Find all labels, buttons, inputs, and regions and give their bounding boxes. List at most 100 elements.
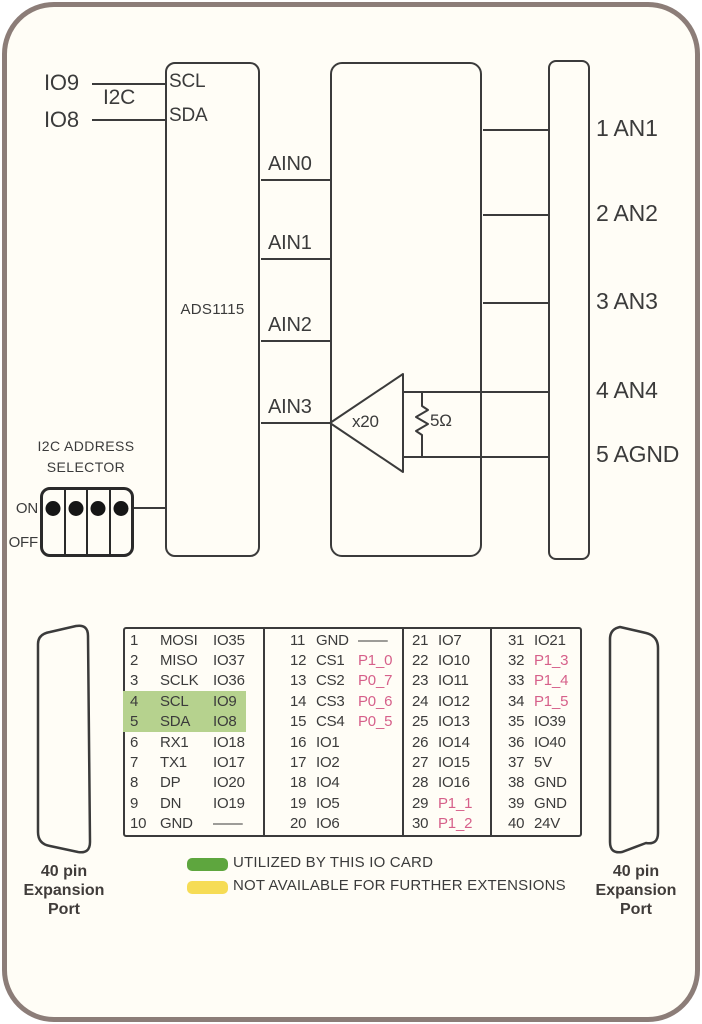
pin-row: 24 IO12 [402,691,490,711]
pin-cell: 23 [412,672,429,690]
pin-cell: 39 [508,794,525,812]
pin-cell: 25 [412,713,429,731]
pin-cell: IO13 [438,713,470,731]
pin-cell: CS3 [316,692,345,710]
dip-switch-knob [68,501,84,516]
pin-row: 39 GND [490,793,582,813]
pin-cell: 32 [508,652,525,670]
pin-cell: 30 [412,815,429,833]
pin-cell: 1 [130,631,139,649]
left-expansion-port-label: 40 pin Expansion Port [10,862,118,919]
pin-cell: 24 [412,692,429,710]
dip-switch-position [66,490,88,554]
pin-cell: P1_5 [534,692,569,710]
ain2-label: AIN2 [268,314,312,336]
right-port-line2: Expansion [595,882,677,899]
dip-switch-knob [90,501,106,516]
pin-cell: SCL [160,692,189,710]
terminal-agnd-label: 5 AGND [596,441,680,467]
pin-cell: 5 [130,713,139,731]
pin-cell: GND [160,815,193,833]
wire-an4 [404,391,549,393]
terminal-an4-label: 4 AN4 [596,377,658,403]
wire-io8-sda [92,119,166,121]
pin-cell: 36 [508,733,525,751]
pin-row: 11 GND —— [263,630,402,650]
dip-switch [40,487,134,557]
wire-an1 [483,129,549,131]
ain0-label: AIN0 [268,153,312,175]
wire-selector-to-chip [134,507,166,509]
pin-cell: 2 [130,652,139,670]
dip-switch-position [88,490,111,554]
pin-cell: P1_2 [438,815,473,833]
wire-ain0 [261,179,331,181]
pin-cell: 29 [412,794,429,812]
pin-cell: 22 [412,652,429,670]
wire-an2 [483,214,549,216]
legend-yellow-swatch [187,881,228,894]
pin-row: 30 P1_2 [402,814,490,834]
pin-cell: 10 [130,815,147,833]
pin-cell: 24V [534,815,561,833]
pin-row: 29 P1_1 [402,793,490,813]
pin-table-divider [263,627,265,837]
pin-cell: 17 [290,754,307,772]
pin-cell: IO10 [438,652,470,670]
pin-cell: IO12 [438,692,470,710]
dip-switch-knob [45,501,61,516]
pin-cell: IO20 [213,774,245,792]
ain1-label: AIN1 [268,232,312,254]
pin-row: 10 GND —— [123,814,263,834]
i2c-selector-title-line1: I2C ADDRESS [37,438,135,454]
pin-cell: —— [213,815,243,833]
pin-table-divider [490,627,492,837]
pin-cell: GND [316,631,349,649]
left-port-line3: Port [48,901,80,918]
pin-cell: GND [534,794,567,812]
pin-cell: IO9 [213,692,237,710]
left-port-line2: Expansion [23,882,105,899]
pin-cell: 12 [290,652,307,670]
pin-cell: IO2 [316,754,340,772]
pin-cell: 31 [508,631,525,649]
pin-cell: RX1 [160,733,189,751]
pin-cell: P0_5 [358,713,393,731]
ain3-label: AIN3 [268,396,312,418]
pin-cell: DN [160,794,182,812]
pin-cell: P0_7 [358,672,393,690]
pin-row: 17 IO2 [263,752,402,772]
pin-cell: 33 [508,672,525,690]
pin-cell: SCLK [160,672,199,690]
pin-cell: IO4 [316,774,340,792]
pin-cell: IO11 [438,672,469,690]
terminal-an1-label: 1 AN1 [596,115,658,141]
pin-cell: 11 [290,631,306,649]
left-port-line1: 40 pin [40,863,88,880]
terminal-connector-block [548,60,590,560]
pin-cell: P1_1 [438,794,473,812]
ads1115-block [165,62,260,557]
dip-switch-position [43,490,66,554]
legend-green-swatch [187,858,228,871]
pin-cell: IO6 [316,815,340,833]
pin-cell: —— [358,631,388,649]
pin-cell: 8 [130,774,139,792]
legend-green-label: UTILIZED BY THIS IO CARD [233,854,434,871]
pin-cell: IO5 [316,794,340,812]
